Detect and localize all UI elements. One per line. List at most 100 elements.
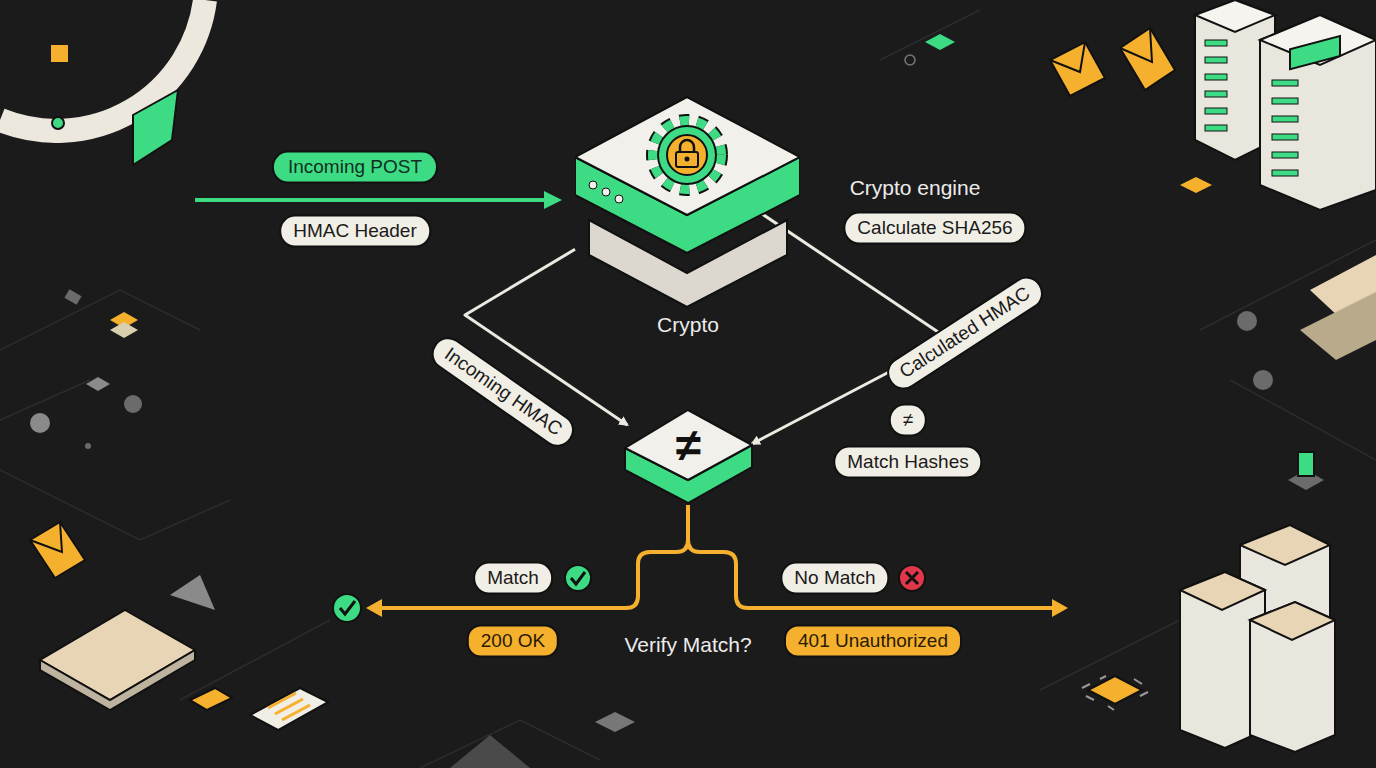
tag-pill: No Match	[780, 562, 889, 595]
decor-shape	[170, 575, 215, 610]
decor-shape	[1050, 42, 1105, 96]
server-racks-top	[1195, 0, 1376, 210]
tag-pill: 401 Unauthorized	[784, 625, 962, 658]
decor-shape	[0, 470, 230, 540]
decor-shape	[653, 121, 721, 189]
decor-shape	[676, 152, 698, 167]
server-racks-bottom	[1180, 525, 1335, 752]
decor-shape	[333, 594, 361, 622]
decor-shape	[30, 522, 62, 552]
node-caption: Crypto	[657, 313, 719, 337]
decor-shape	[575, 97, 800, 215]
decor-shape	[40, 610, 195, 700]
decor-shape	[905, 55, 915, 65]
decor-shape	[1205, 74, 1227, 80]
decor-shape	[1050, 42, 1085, 72]
decor-shape	[1205, 108, 1227, 114]
fail-cross	[899, 565, 925, 591]
decor-shape	[1120, 28, 1175, 90]
decor-shape	[1230, 380, 1376, 460]
decor-shape	[667, 135, 707, 175]
decor-shape	[30, 413, 50, 433]
decor-shape	[0, 380, 90, 420]
incoming-arrow	[195, 191, 562, 209]
decor-shape	[1088, 676, 1142, 704]
decor-shape	[52, 117, 64, 129]
tag-pill: Match	[473, 562, 553, 595]
decor-shape	[1120, 28, 1152, 62]
bottom-left-plate	[40, 610, 328, 730]
decor-shape	[1240, 525, 1330, 565]
decor-shape	[1205, 57, 1227, 63]
decor-shape	[51, 45, 68, 62]
decor-shape	[602, 188, 610, 196]
decor-shape	[615, 195, 623, 203]
decor-shape	[0, 290, 200, 350]
decor-shape	[653, 121, 721, 189]
decor-shape	[906, 572, 918, 584]
tag-pill: Calculate SHA256	[843, 212, 1026, 245]
decor-shape	[1237, 311, 1257, 331]
decor-shape	[268, 693, 310, 720]
node-shape	[575, 95, 800, 340]
tag-pill: Match Hashes	[833, 446, 982, 479]
decor-shape	[340, 601, 355, 614]
decor-shape	[565, 565, 591, 591]
envelopes	[30, 28, 1175, 578]
decor-shape	[625, 410, 752, 480]
decor-shape	[180, 620, 330, 700]
text-label: Verify Match?	[624, 632, 751, 657]
grid-lines	[0, 10, 1376, 768]
decor-shape	[1195, 0, 1275, 32]
decor-shape	[899, 565, 925, 591]
decor-shape	[1253, 370, 1273, 390]
tag-pill: Incoming POST	[272, 151, 438, 184]
decor-shape	[1272, 152, 1298, 158]
decor-shape	[1180, 177, 1212, 193]
decor-shape	[595, 712, 635, 732]
decor-shape	[30, 522, 85, 578]
decor-shape	[1298, 452, 1314, 476]
decor-shape	[1290, 36, 1340, 69]
decor-shape	[378, 505, 688, 608]
decor-shape	[110, 322, 138, 338]
decor-shape	[190, 688, 232, 710]
decor-shape	[688, 540, 1055, 608]
decision-branches	[378, 505, 1055, 608]
decor-shape	[1272, 134, 1298, 140]
chip	[1082, 676, 1148, 710]
decor-shape	[133, 90, 178, 165]
text-label: Crypto engine	[850, 175, 981, 200]
tag-pill: HMAC Header	[279, 215, 431, 248]
decor-shape	[589, 181, 597, 189]
decor-shape	[86, 377, 110, 391]
decor-shape	[195, 198, 548, 202]
decor-shape	[1272, 170, 1298, 176]
decor-shape	[658, 126, 716, 184]
decor-shape	[124, 395, 142, 413]
decor-shape	[1205, 40, 1227, 46]
tag-pill: 200 OK	[467, 625, 559, 658]
decor-shape	[1250, 602, 1335, 640]
decor-shape	[1205, 125, 1227, 131]
decor-shape	[1250, 602, 1335, 752]
decor-shape	[1272, 80, 1298, 86]
arrowhead	[366, 599, 382, 617]
decor-shape	[925, 34, 955, 50]
edge-label: Calculated HMAC	[881, 271, 1049, 396]
decor-shape	[420, 720, 600, 768]
decor-shape	[1300, 292, 1376, 360]
decor-shape	[1260, 15, 1376, 210]
crypto-engine-server: Crypto	[575, 95, 800, 340]
decor-shape	[880, 10, 980, 60]
decor-shape	[250, 688, 328, 730]
decor-shape	[40, 650, 195, 710]
decision-box: ≠	[622, 405, 754, 510]
tag-pill: ≠	[889, 404, 927, 437]
decor-shape	[544, 191, 562, 209]
arrowhead	[1052, 599, 1068, 617]
edge-label: Incoming HMAC	[425, 331, 580, 453]
decor-shape	[450, 735, 530, 768]
decor-shape	[1180, 572, 1265, 610]
decor-shape	[64, 289, 81, 305]
